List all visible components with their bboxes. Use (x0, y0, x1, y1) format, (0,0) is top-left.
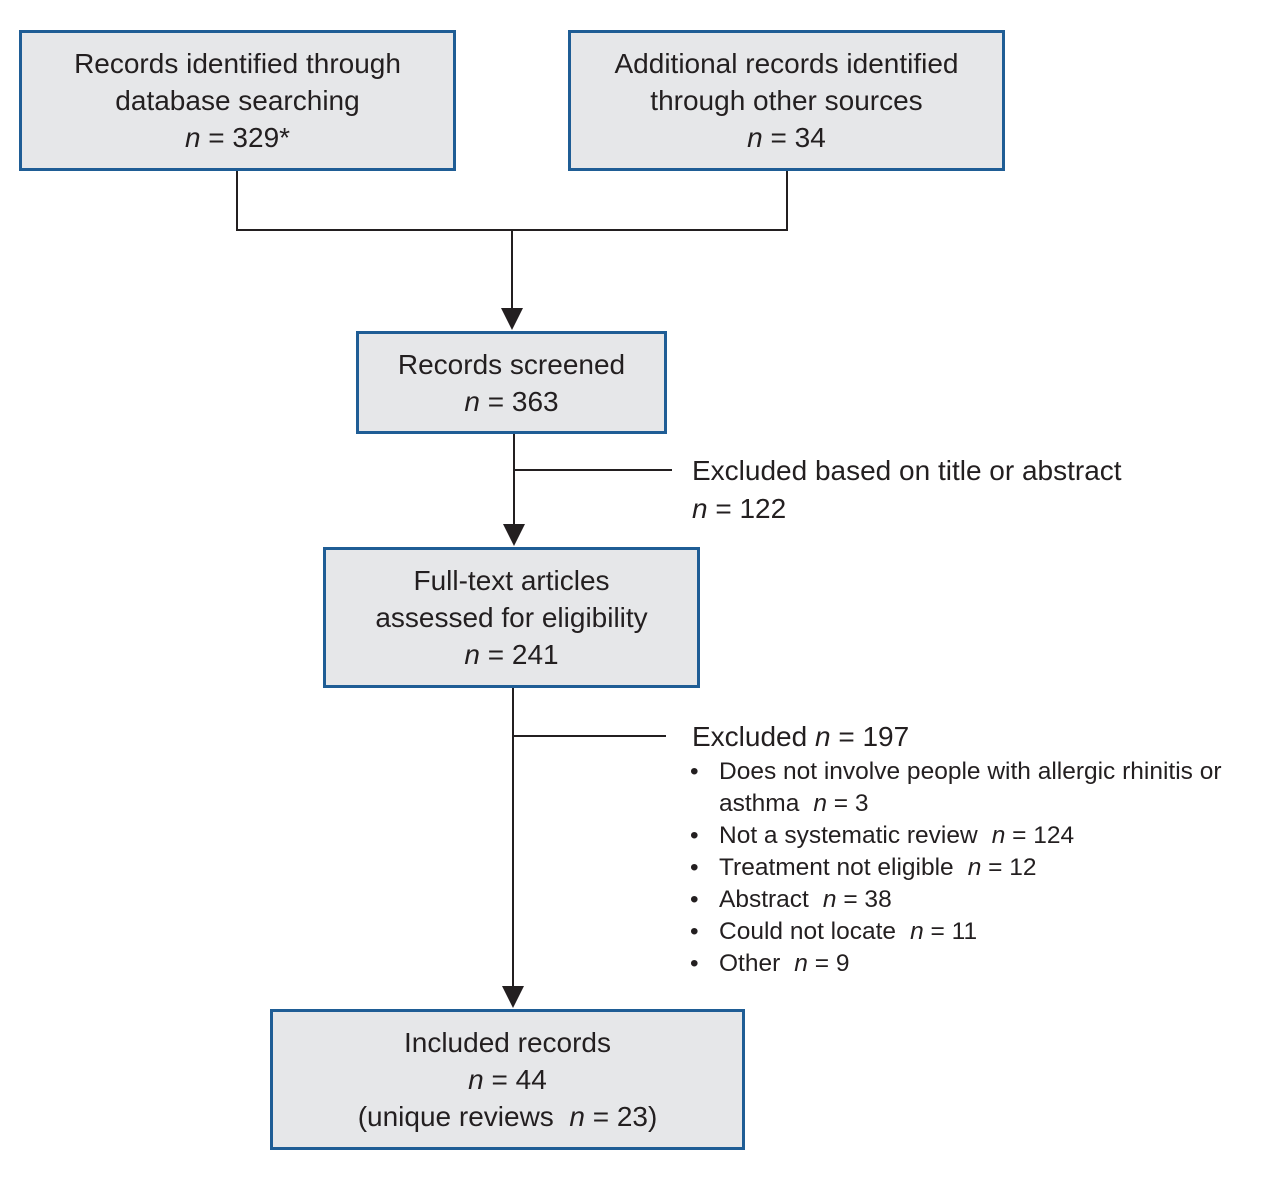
exclusion-reason-text: Could not locate (719, 918, 897, 945)
eligibility-box-line1: Full-text articles (413, 565, 610, 596)
n-symbol: n (464, 385, 480, 417)
count-value: = 363 (479, 385, 559, 417)
exclusion-reason: • Abstract n = 38 (688, 884, 1222, 916)
eligibility-box-count: n = 241 (464, 636, 558, 673)
exclusion-title-abstract: Excluded based on title or abstract n = … (692, 452, 1122, 528)
bullet-marker: • (690, 758, 699, 785)
arrowhead-to-fulltext (503, 524, 525, 546)
count-value: = 122 (707, 493, 787, 524)
arrowhead-to-included (502, 986, 524, 1008)
screened-box-count: n = 363 (464, 383, 558, 420)
n-symbol: n (814, 721, 831, 752)
n-symbol: n (747, 122, 763, 153)
count-value: = 34 (762, 122, 826, 153)
n-symbol: n (794, 950, 808, 977)
unique-reviews-prefix: (unique reviews (357, 1101, 570, 1132)
count-value: = 329* (200, 122, 291, 153)
eligibility-box-line2: assessed for eligibility (375, 602, 648, 633)
exclusion-reason: • Does not involve people with allergic … (688, 756, 1222, 788)
exclusion-reason-text: asthma (719, 790, 800, 817)
bullet-marker: • (690, 950, 699, 977)
exclusion-reason-count: n = 9 (794, 950, 849, 977)
other-sources-box-line1: Additional records identified (614, 48, 959, 79)
included-box-line1: Included records (403, 1027, 611, 1058)
exclusion-fulltext-heading: Excluded n = 197 (692, 718, 909, 756)
n-symbol: n (692, 493, 708, 524)
included-box: Included records n = 44 (unique reviews … (270, 1009, 745, 1150)
exclusion-reason-count: n = 38 (823, 886, 892, 913)
other-sources-box-line2: through other sources (650, 85, 923, 116)
bullet-marker: • (690, 822, 699, 849)
n-symbol: n (822, 886, 837, 913)
exclusion-reason-count: n = 12 (968, 854, 1037, 881)
included-box-count: n = 44 (468, 1061, 547, 1098)
exclusion-reason-text: Does not involve people with allergic rh… (719, 758, 1222, 785)
bullet-marker: • (690, 918, 699, 945)
n-symbol: n (468, 1064, 484, 1095)
count-value: = 241 (479, 639, 559, 670)
exclusion-reason-text: Abstract (719, 886, 809, 913)
count-value: = 11 (923, 918, 978, 945)
screened-box: Records screened n = 363 (356, 331, 667, 434)
exclusion-reason-count: n = 11 (910, 918, 977, 945)
n-symbol: n (184, 122, 201, 153)
n-symbol: n (967, 854, 982, 881)
arrowhead-to-screened (501, 308, 523, 330)
exclusion-reason: • Treatment not eligible n = 12 (688, 852, 1222, 884)
bullet-marker: • (690, 854, 699, 881)
n-symbol: n (910, 918, 924, 945)
n-symbol: n (991, 822, 1006, 849)
count-value: = 197 (830, 721, 910, 752)
database-box-count: n = 329* (185, 119, 290, 156)
exclusion-reasons-list: • Does not involve people with allergic … (688, 756, 1222, 980)
n-symbol: n (813, 790, 827, 817)
identification-other-sources-box: Additional records identified through ot… (568, 30, 1005, 171)
identification-database-box: Records identified through database sear… (19, 30, 456, 171)
exclusion-reason-text: Other (719, 950, 781, 977)
database-box-line1: Records identified through (74, 48, 401, 79)
count-value: = 44 (483, 1064, 547, 1095)
exclusion-title-abstract-label: Excluded based on title or abstract (692, 455, 1122, 486)
count-value: = 38 (836, 886, 892, 913)
bullet-marker: • (690, 886, 699, 913)
exclusion-fulltext-label: Excluded (692, 721, 815, 752)
other-sources-box-count: n = 34 (747, 119, 826, 156)
exclusion-reason-count: n = 124 (992, 822, 1074, 849)
exclusion-reason-text: Treatment not eligible (719, 854, 954, 881)
exclusion-reason-text: Not a systematic review (719, 822, 978, 849)
included-box-unique-reviews: (unique reviews n = 23) (358, 1098, 658, 1135)
exclusion-title-abstract-count: n = 122 (692, 490, 1122, 528)
unique-reviews-suffix: = 23) (584, 1101, 658, 1132)
n-symbol: n (569, 1101, 585, 1132)
count-value: = 3 (826, 790, 869, 817)
exclusion-reason-count: n = 3 (813, 790, 868, 817)
eligibility-box: Full-text articles assessed for eligibil… (323, 547, 700, 688)
screened-box-line1: Records screened (397, 348, 626, 380)
database-box-line2: database searching (115, 85, 360, 116)
exclusion-reason: • Not a systematic review n = 124 (688, 820, 1222, 852)
n-symbol: n (464, 639, 480, 670)
count-value: = 124 (1005, 822, 1075, 849)
exclusion-reason: • Could not locate n = 11 (688, 916, 1222, 948)
count-value: = 9 (807, 950, 850, 977)
count-value: = 12 (981, 854, 1037, 881)
exclusion-fulltext: Excluded n = 197 (692, 718, 909, 756)
